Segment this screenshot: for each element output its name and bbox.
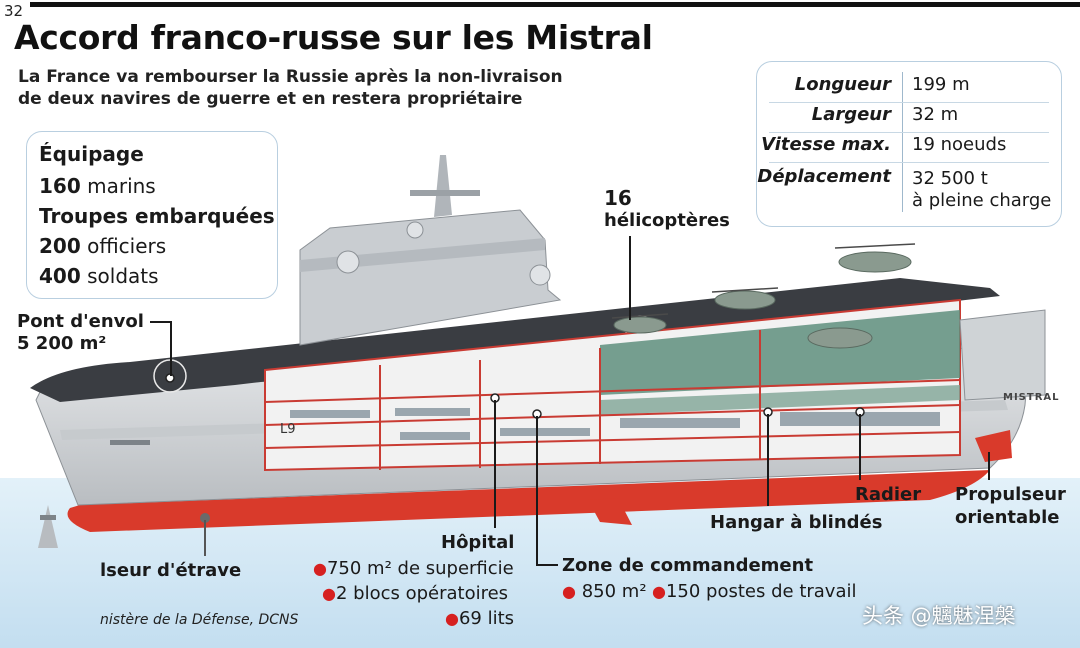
command-callout-h	[536, 564, 558, 566]
flight-deck-callout-h	[150, 321, 172, 323]
bow-thruster-label: lseur d'étrave	[100, 560, 242, 581]
hospital-label: Hôpital	[441, 532, 515, 553]
specs-box: Longueur 199 m Largeur 32 m Vitesse max.…	[756, 61, 1062, 227]
radier-label: Radier	[855, 484, 922, 505]
crew-marins: 160 marins	[39, 174, 156, 198]
flight-deck-callout-v	[170, 321, 172, 376]
spec-label-vitesse: Vitesse max.	[761, 134, 891, 155]
spec-label-deplacement: Déplacement	[757, 166, 891, 187]
crew-heading: Équipage	[39, 142, 144, 166]
source-credit: nistère de la Défense, DCNS	[100, 612, 299, 628]
helicopters-count: 16	[604, 186, 632, 210]
helicopter	[838, 251, 912, 273]
helicopter	[613, 316, 667, 334]
hospital-item-3: ●69 lits	[445, 608, 515, 629]
command-item-1: ● 850 m²	[562, 581, 647, 602]
propulsor-callout	[988, 452, 990, 480]
page-title: Accord franco-russe sur les Mistral	[14, 18, 653, 57]
helicopters-callout-line	[629, 236, 631, 320]
crew-box: Équipage 160 marins Troupes embarquées 2…	[26, 131, 278, 299]
helicopter	[714, 290, 776, 310]
helicopters-label: hélicoptères	[604, 210, 730, 231]
propulsor-label-2: orientable	[955, 507, 1060, 528]
bow-thruster-callout	[204, 520, 206, 556]
hospital-item-1: ●750 m² de superficie	[313, 558, 514, 579]
crew-soldats: 400 soldats	[39, 264, 159, 288]
hangar-callout	[767, 414, 769, 506]
hospital-callout	[494, 400, 496, 528]
command-label: Zone de commandement	[562, 555, 814, 576]
subtitle: La France va rembourser la Russie après …	[18, 66, 563, 110]
spec-label-longueur: Longueur	[794, 74, 891, 95]
spec-value-deplacement: 32 500 t	[912, 168, 988, 189]
spec-value-longueur: 199 m	[912, 74, 970, 95]
hospital-item-2: ●2 blocs opératoires	[322, 583, 509, 604]
spec-divider	[902, 72, 903, 212]
helicopter	[807, 327, 873, 349]
crew-officiers: 200 officiers	[39, 234, 167, 258]
keel	[67, 470, 990, 532]
spec-value-deplacement-note: à pleine charge	[912, 190, 1052, 211]
ship-name: MISTRAL	[1003, 392, 1060, 403]
flight-deck-label: Pont d'envol	[17, 311, 144, 332]
watermark: 头条 @魑魅涅槃	[862, 604, 1016, 628]
spec-value-largeur: 32 m	[912, 104, 959, 125]
command-item-2: ●150 postes de travail	[652, 581, 857, 602]
propulsor-label-1: Propulseur	[955, 484, 1066, 505]
page-number: 32	[4, 2, 24, 20]
hull-code: L9	[280, 422, 296, 437]
spec-label-largeur: Largeur	[811, 104, 891, 125]
crew-troupes: Troupes embarquées	[39, 204, 275, 228]
mast	[434, 155, 452, 217]
radier-callout	[859, 414, 861, 480]
command-callout-v	[536, 416, 538, 566]
subtitle-line-2: de deux navires de guerre et en restera …	[18, 89, 523, 109]
hangar-label: Hangar à blindés	[710, 512, 883, 533]
top-rule	[30, 2, 1080, 7]
flight-deck-area: 5 200 m²	[17, 333, 107, 354]
spec-value-vitesse: 19 noeuds	[912, 134, 1007, 155]
subtitle-line-1: La France va rembourser la Russie après …	[18, 67, 563, 87]
